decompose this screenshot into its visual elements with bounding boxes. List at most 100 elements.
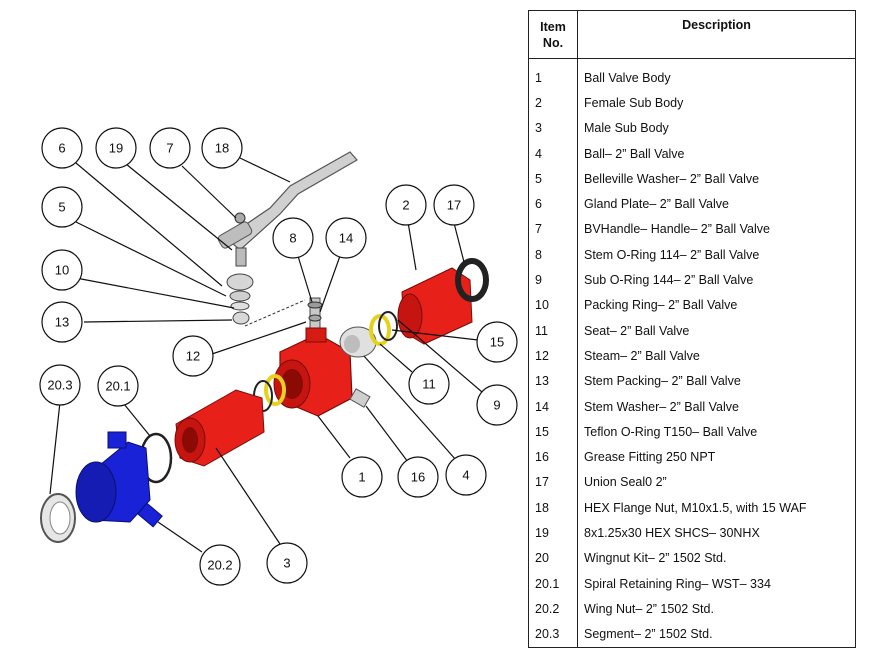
description-cell: Packing Ring– 2” Ball Valve [577, 292, 856, 318]
callout-2: 2 [385, 184, 427, 226]
item-number-cell: 8 [528, 242, 578, 268]
callout-20-3: 20.3 [39, 364, 81, 406]
callout-7: 7 [149, 127, 191, 169]
svg-text:19: 19 [109, 141, 123, 156]
item-number-cell: 16 [528, 444, 578, 470]
header-description: Description [577, 10, 856, 59]
description-cell: Gland Plate– 2” Ball Valve [577, 191, 856, 217]
callout-10: 10 [41, 249, 83, 291]
item-number-cell: 19 [528, 520, 578, 546]
svg-text:6: 6 [58, 141, 65, 156]
callout-17: 17 [433, 184, 475, 226]
item-number-cell: 7 [528, 216, 578, 243]
callout-1: 1 [341, 456, 383, 498]
description-cell: Union Seal0 2” [577, 469, 856, 496]
segment-part [40, 493, 76, 543]
svg-text:13: 13 [55, 315, 69, 330]
description-cell: BVHandle– Handle– 2” Ball Valve [577, 216, 856, 243]
svg-text:7: 7 [166, 141, 173, 156]
header-item-no: Item No. [528, 10, 578, 59]
callout-13: 13 [41, 301, 83, 343]
callout-19: 19 [95, 127, 137, 169]
description-cell: Wing Nut– 2” 1502 Std. [577, 596, 856, 622]
description-cell: Stem Washer– 2” Ball Valve [577, 393, 856, 420]
description-cell: Belleville Washer– 2” Ball Valve [577, 166, 856, 192]
grease-fitting-part [349, 388, 371, 408]
callout-14: 14 [325, 217, 367, 259]
callout-9: 9 [476, 384, 518, 426]
ball-valve-body-part [273, 327, 353, 417]
male-sub-body-part [174, 389, 265, 467]
svg-text:14: 14 [339, 231, 353, 246]
callout-20-1: 20.1 [97, 365, 139, 407]
svg-text:18: 18 [215, 141, 229, 156]
item-number-cell: 20.1 [528, 570, 578, 597]
svg-text:3: 3 [283, 556, 290, 571]
union-seal-part [455, 258, 489, 302]
svg-text:20.1: 20.1 [105, 379, 130, 394]
description-cell: Stem Packing– 2” Ball Valve [577, 368, 856, 394]
callout-20-2: 20.2 [199, 544, 241, 586]
item-number-cell: 20.3 [528, 621, 578, 648]
svg-text:9: 9 [493, 398, 500, 413]
item-number-cell: 18 [528, 495, 578, 521]
svg-text:1: 1 [358, 470, 365, 485]
item-number-cell: 20.2 [528, 596, 578, 622]
description-cell: 8x1.25x30 HEX SHCS– 30NHX [577, 520, 856, 546]
female-sub-body-part [397, 267, 473, 345]
item-number-cell: 17 [528, 469, 578, 496]
item-number-cell: 14 [528, 393, 578, 420]
svg-text:16: 16 [411, 470, 425, 485]
item-number-cell: 15 [528, 419, 578, 445]
item-number-cell: 6 [528, 191, 578, 217]
svg-text:10: 10 [55, 263, 69, 278]
item-number-cell: 10 [528, 292, 578, 318]
item-number-cell: 5 [528, 166, 578, 192]
item-number-cell: 1 [528, 58, 578, 91]
description-cell: Male Sub Body [577, 115, 856, 141]
item-number-cell: 20 [528, 545, 578, 571]
description-cell: Stem O-Ring 114– 2” Ball Valve [577, 242, 856, 268]
callout-6: 6 [41, 127, 83, 169]
item-number-cell: 9 [528, 267, 578, 293]
exploded-assembly-diagram: 6 19 7 18 5 10 13 8 14 2 17 12 15 11 9 1… [39, 127, 518, 586]
callout-4: 4 [445, 454, 487, 496]
callout-18: 18 [201, 127, 243, 169]
description-cell: Steam– 2” Ball Valve [577, 343, 856, 369]
callout-16: 16 [397, 456, 439, 498]
item-number-cell: 4 [528, 140, 578, 167]
description-cell: Ball– 2” Ball Valve [577, 140, 856, 167]
description-cell: Spiral Retaining Ring– WST– 334 [577, 570, 856, 597]
wing-nut-part [75, 431, 163, 528]
description-cell: Wingnut Kit– 2” 1502 Std. [577, 545, 856, 571]
description-cell: Sub O-Ring 144– 2” Ball Valve [577, 267, 856, 293]
description-cell: Ball Valve Body [577, 58, 856, 91]
svg-text:2: 2 [402, 198, 409, 213]
callout-8: 8 [272, 217, 314, 259]
svg-text:15: 15 [490, 335, 504, 350]
description-cell: HEX Flange Nut, M10x1.5, with 15 WAF [577, 495, 856, 521]
description-cell: Segment– 2” 1502 Std. [577, 621, 856, 648]
svg-text:20.2: 20.2 [207, 558, 232, 573]
description-cell: Female Sub Body [577, 90, 856, 116]
callout-5: 5 [41, 186, 83, 228]
description-cell: Seat– 2” Ball Valve [577, 317, 856, 344]
